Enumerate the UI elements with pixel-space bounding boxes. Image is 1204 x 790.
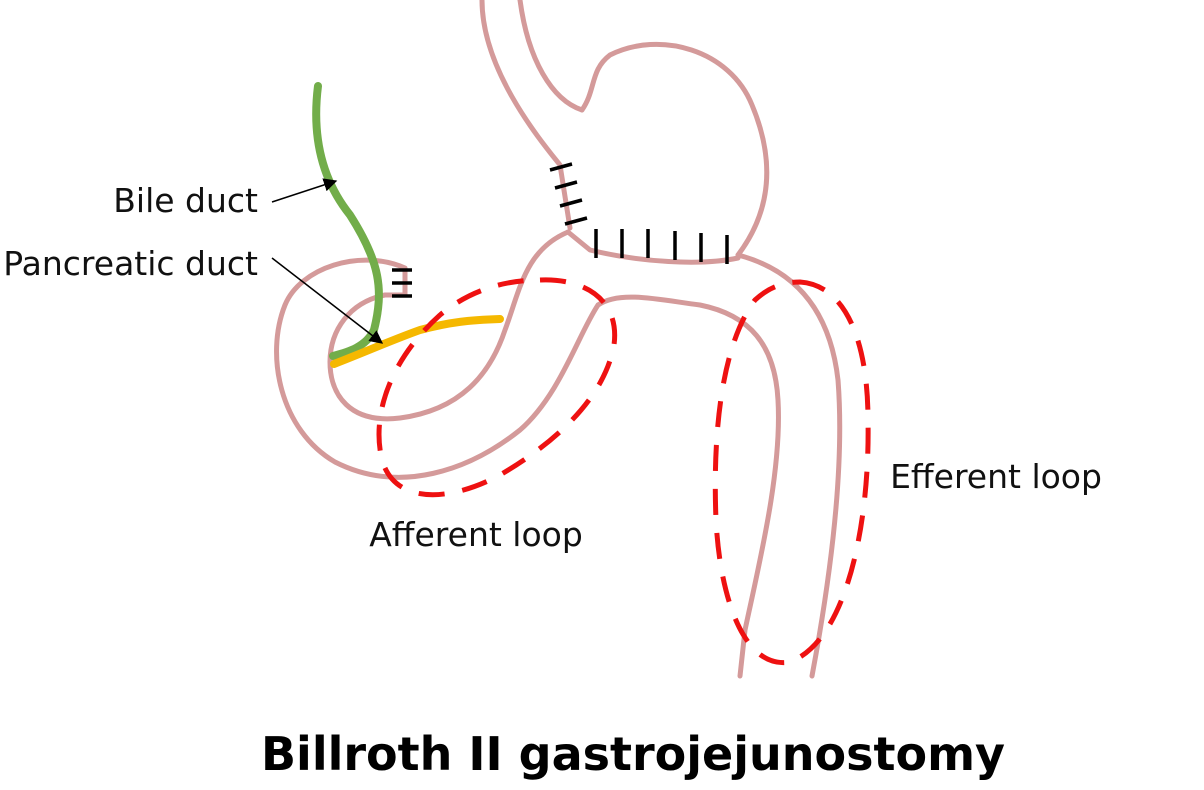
efferent-loop-outline	[712, 279, 871, 666]
pancreatic-duct-label: Pancreatic duct	[3, 244, 258, 283]
afferent-loop-label: Afferent loop	[369, 515, 583, 554]
efferent-limb-wall	[735, 252, 843, 679]
pancreatic-duct-arrow	[271, 257, 384, 344]
afferent-loop-outline	[376, 277, 618, 498]
afferent-limb-outer-wall	[274, 229, 781, 679]
gastric-remnant	[579, 41, 770, 258]
gastric-side-sutures	[549, 162, 588, 226]
anastomosis-line	[565, 229, 741, 265]
esophagus-right-wall	[517, 0, 585, 113]
pancreatic-duct	[330, 315, 504, 368]
stump-sutures	[392, 268, 412, 298]
bile-duct-arrow	[271, 178, 338, 203]
esophagus-left-wall	[479, 0, 573, 231]
bile-duct-label: Bile duct	[113, 181, 258, 220]
figure-title: Billroth II gastrojejunostomy	[261, 727, 1005, 781]
efferent-loop-label: Efferent loop	[890, 457, 1102, 496]
anastomosis-sutures	[594, 229, 729, 264]
bile-duct	[312, 82, 383, 360]
